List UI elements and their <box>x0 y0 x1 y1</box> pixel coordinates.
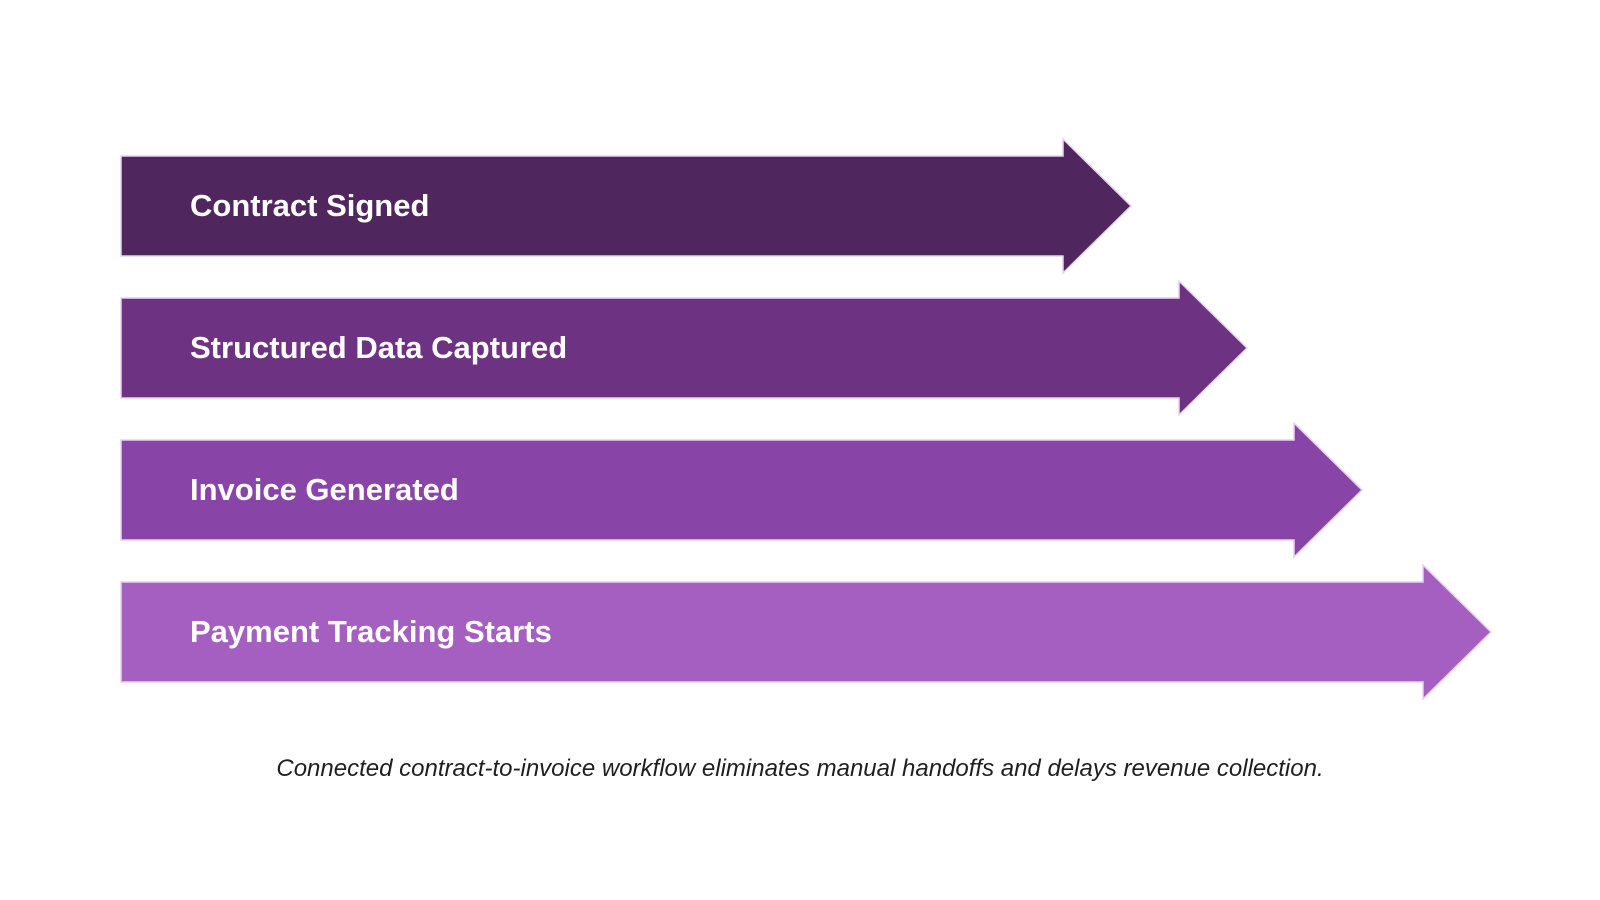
step-label-payment-tracking-starts: Payment Tracking Starts <box>190 614 552 649</box>
arrow-shape-1 <box>120 137 1133 275</box>
step-label-contract-signed: Contract Signed <box>190 188 430 223</box>
diagram-caption: Connected contract-to-invoice workflow e… <box>276 755 1324 782</box>
step-label-invoice-generated: Invoice Generated <box>190 472 459 507</box>
arrow-shape-4 <box>120 563 1493 701</box>
step-label-structured-data-captured: Structured Data Captured <box>190 330 568 365</box>
arrow-shape-2 <box>120 279 1249 417</box>
arrow-shape-3 <box>120 421 1364 559</box>
